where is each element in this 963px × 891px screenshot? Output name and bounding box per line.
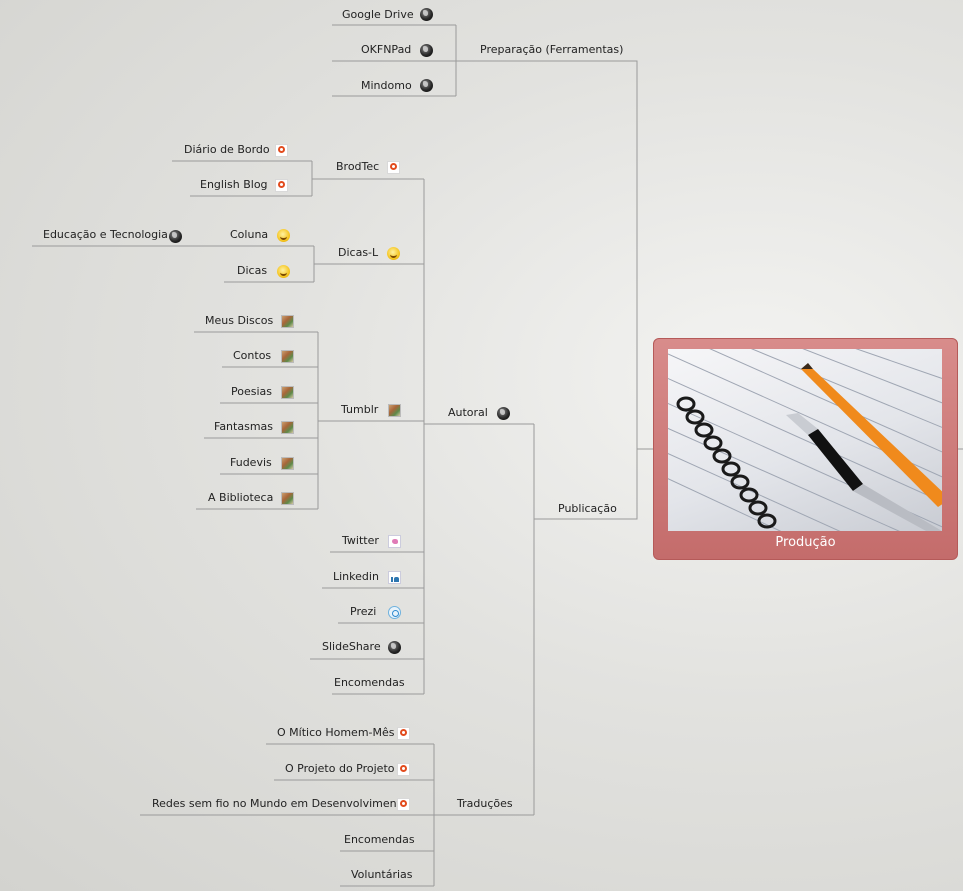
node-o-mitico-homem-mes[interactable]: O Mítico Homem-Mês: [277, 726, 395, 739]
smiley-icon[interactable]: [277, 229, 290, 242]
node-okfnpad[interactable]: OKFNPad: [361, 43, 412, 56]
node-o-projeto-do-projeto[interactable]: O Projeto do Projeto: [285, 762, 395, 775]
smiley-icon[interactable]: [277, 265, 290, 278]
globe-icon[interactable]: [169, 230, 182, 243]
node-english-blog[interactable]: English Blog: [200, 178, 268, 191]
bookmark-icon[interactable]: [275, 179, 288, 192]
node-dicas-l[interactable]: Dicas-L: [338, 246, 379, 259]
node-fudevis[interactable]: Fudevis: [230, 456, 272, 469]
node-twitter[interactable]: Twitter: [342, 534, 379, 547]
node-meus-discos[interactable]: Meus Discos: [205, 314, 274, 327]
smiley-icon[interactable]: [387, 247, 400, 260]
branch-preparacao[interactable]: Preparação (Ferramentas): [480, 43, 624, 56]
globe-icon[interactable]: [388, 641, 401, 654]
bookmark-icon[interactable]: [397, 727, 410, 740]
node-voluntarias[interactable]: Voluntárias: [351, 868, 413, 881]
notebook-image: [668, 349, 942, 531]
node-coluna[interactable]: Coluna: [230, 228, 269, 241]
bookmark-icon[interactable]: [387, 161, 400, 174]
globe-icon[interactable]: [420, 79, 433, 92]
node-google-drive[interactable]: Google Drive: [342, 8, 414, 21]
photo-icon[interactable]: [281, 386, 294, 399]
globe-icon[interactable]: [420, 8, 433, 21]
node-a-biblioteca[interactable]: A Biblioteca: [208, 491, 274, 504]
photo-icon[interactable]: [281, 492, 294, 505]
node-fantasmas[interactable]: Fantasmas: [214, 420, 274, 433]
twitter-icon[interactable]: [388, 535, 401, 548]
prezi-icon[interactable]: [388, 606, 401, 619]
node-educacao-e-tecnologia[interactable]: Educação e Tecnologia: [43, 228, 168, 241]
node-tumblr[interactable]: Tumblr: [341, 403, 379, 416]
node-autoral[interactable]: Autoral: [448, 406, 488, 419]
node-linkedin[interactable]: Linkedin: [333, 570, 379, 583]
node-prezi[interactable]: Prezi: [350, 605, 377, 618]
photo-icon[interactable]: [281, 421, 294, 434]
node-redes-sem-fio[interactable]: Redes sem fio no Mundo em Desenvolviment…: [152, 797, 408, 810]
node-encomendas-traducoes[interactable]: Encomendas: [344, 833, 415, 846]
globe-icon[interactable]: [420, 44, 433, 57]
bookmark-icon[interactable]: [275, 144, 288, 157]
node-diario-de-bordo[interactable]: Diário de Bordo: [184, 143, 270, 156]
central-topic[interactable]: Produção: [653, 338, 958, 560]
globe-icon[interactable]: [497, 407, 510, 420]
central-topic-title: Produção: [775, 535, 836, 550]
linkedin-icon[interactable]: [388, 571, 401, 584]
branch-publicacao[interactable]: Publicação: [558, 502, 617, 515]
node-contos[interactable]: Contos: [233, 349, 272, 362]
node-dicas[interactable]: Dicas: [237, 264, 268, 277]
bookmark-icon[interactable]: [397, 798, 410, 811]
photo-icon[interactable]: [281, 350, 294, 363]
photo-icon[interactable]: [281, 457, 294, 470]
node-poesias[interactable]: Poesias: [231, 385, 272, 398]
photo-icon[interactable]: [281, 315, 294, 328]
node-mindomo[interactable]: Mindomo: [361, 79, 412, 92]
node-encomendas-autoral[interactable]: Encomendas: [334, 676, 405, 689]
bookmark-icon[interactable]: [397, 763, 410, 776]
node-brodtec[interactable]: BrodTec: [336, 160, 380, 173]
node-traducoes[interactable]: Traduções: [457, 797, 513, 810]
photo-icon[interactable]: [388, 404, 401, 417]
node-slideshare[interactable]: SlideShare: [322, 640, 381, 653]
